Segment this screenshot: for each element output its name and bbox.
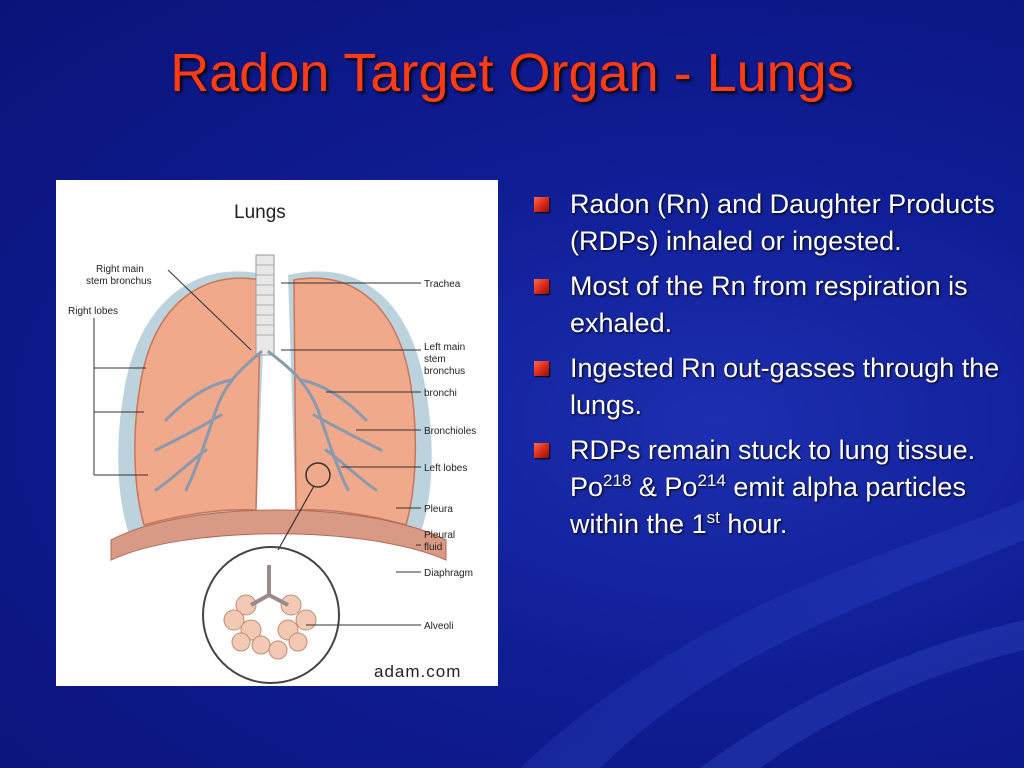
bullet-item: RDPs remain stuck to lung tissue. Po218 … <box>530 432 1000 543</box>
label-trachea: Trachea <box>424 279 461 290</box>
bullet-text-part: RDPs remain stuck to lung tissue. Po <box>570 435 976 502</box>
label-left-main-stem-bronchus-1: Left main <box>424 342 465 353</box>
label-bronchi: bronchi <box>424 388 457 399</box>
bullet-text: Ingested Rn out-gasses through the lungs… <box>570 353 1000 420</box>
label-left-main-stem-bronchus-2: stem <box>424 354 446 365</box>
figure-heading: Lungs <box>234 202 286 223</box>
bullet-text: RDPs remain stuck to lung tissue. Po218 … <box>570 435 975 539</box>
label-right-lobes: Right lobes <box>68 306 118 317</box>
bullet-text: Most of the Rn from respiration is exhal… <box>570 271 968 338</box>
bullet-item: Most of the Rn from respiration is exhal… <box>530 268 1000 342</box>
label-pleural-fluid-1: Pleural <box>424 530 455 541</box>
lungs-illustration: Lungs Right main stem bronchus Right lob… <box>68 202 476 684</box>
lungs-diagram: Lungs Right main stem bronchus Right lob… <box>56 180 498 686</box>
bullet-text-part: & Po <box>631 472 698 502</box>
square-bullet-icon <box>534 197 549 212</box>
label-pleural-fluid-2: fluid <box>424 542 442 553</box>
bullet-text-part: emit alpha particles within the 1 <box>570 472 966 539</box>
label-alveoli: Alveoli <box>424 621 453 632</box>
bullet-item: Ingested Rn out-gasses through the lungs… <box>530 350 1000 424</box>
bullet-list: Radon (Rn) and Daughter Products (RDPs) … <box>530 186 1000 551</box>
bullet-text-part: hour. <box>719 509 788 539</box>
square-bullet-icon <box>534 361 549 376</box>
superscript-214: 214 <box>697 471 726 490</box>
label-pleura: Pleura <box>424 504 453 515</box>
bullet-item: Radon (Rn) and Daughter Products (RDPs) … <box>530 186 1000 260</box>
superscript-218: 218 <box>603 471 632 490</box>
square-bullet-icon <box>534 443 549 458</box>
label-bronchioles: Bronchioles <box>424 426 476 437</box>
square-bullet-icon <box>534 279 549 294</box>
label-diaphragm: Diaphragm <box>424 568 473 579</box>
label-left-lobes: Left lobes <box>424 463 467 474</box>
slide-title: Radon Target Organ - Lungs <box>170 43 854 103</box>
figure-credit: adam.com <box>374 662 461 681</box>
bullet-text: Radon (Rn) and Daughter Products (RDPs) … <box>570 189 995 256</box>
label-right-main-stem-bronchus-1: Right main <box>96 264 144 275</box>
superscript-st: st <box>706 508 720 527</box>
label-right-main-stem-bronchus-2: stem bronchus <box>86 276 152 287</box>
label-left-main-stem-bronchus-3: bronchus <box>424 366 465 377</box>
